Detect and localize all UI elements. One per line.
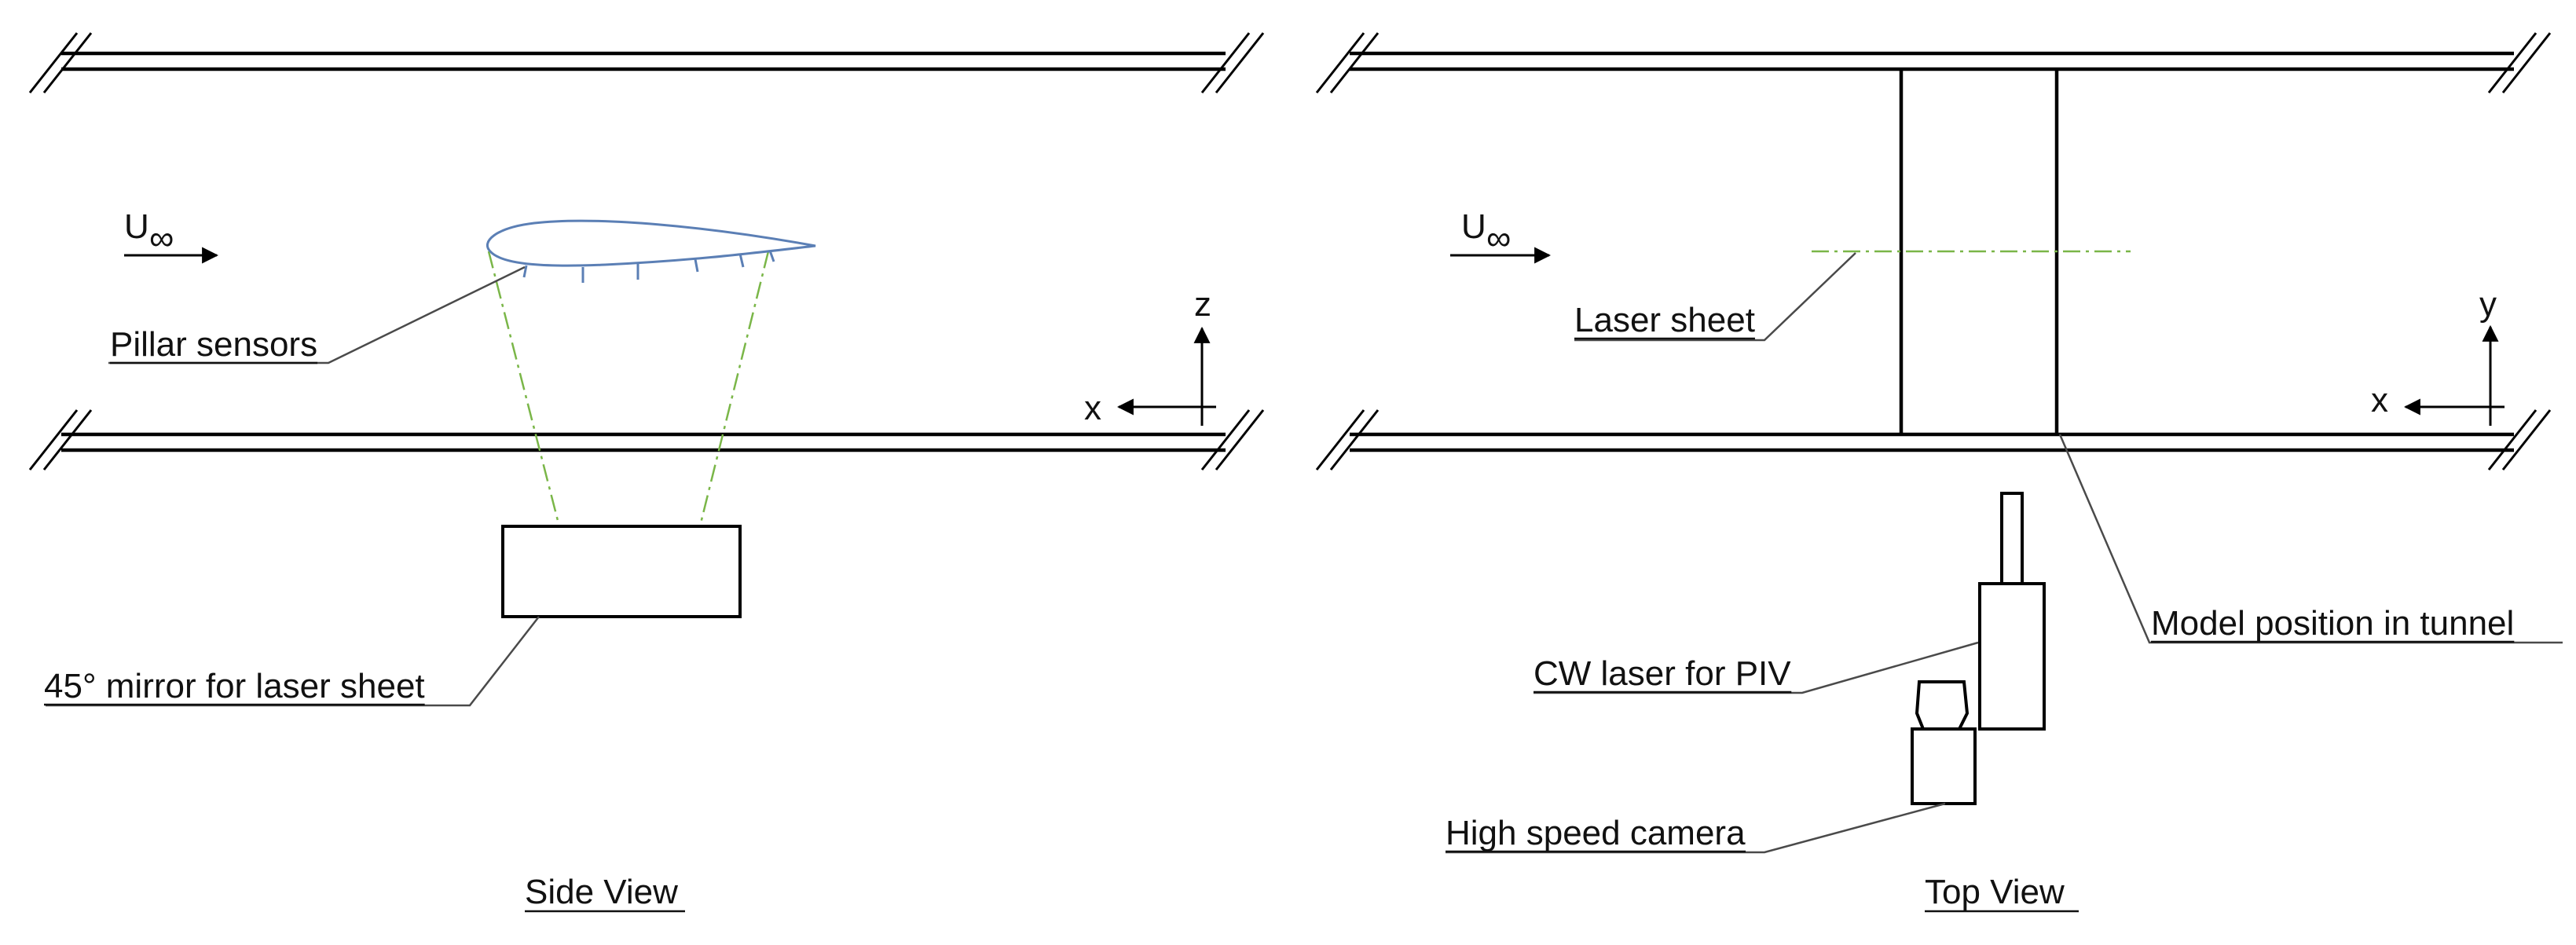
camera-body: [1911, 727, 1977, 805]
mirror-label: 45° mirror for laser sheet: [44, 667, 425, 705]
side-freestream-indicator: U ∞: [124, 207, 219, 264]
camera-label: High speed camera: [1446, 814, 1746, 852]
mirror-box: [501, 525, 742, 618]
top-view-title: Top View: [1925, 873, 2065, 911]
side-laser-beam-right: [695, 251, 770, 540]
top-flow-label: U: [1461, 207, 1486, 246]
top-top-wall: [1315, 32, 2552, 93]
cw-laser-nozzle: [2000, 492, 2024, 585]
top-flow-subscript: ∞: [1486, 219, 1511, 258]
top-bottom-wall: [1315, 409, 2552, 471]
top-view-panel: U ∞ Laser sheet Model position in tunnel…: [1315, 32, 2563, 913]
pillar-sensor: [522, 265, 528, 278]
top-freestream-indicator: U ∞: [1450, 207, 1552, 264]
side-flow-label: U: [124, 207, 149, 246]
side-axis-x-label: x: [1084, 389, 1101, 427]
side-top-wall: [28, 32, 1265, 93]
side-flow-subscript: ∞: [149, 219, 174, 258]
high-speed-camera: [1911, 680, 1977, 805]
cw-laser-label: CW laser for PIV: [1534, 654, 1791, 693]
camera-lens: [1915, 680, 1970, 731]
pillar-sensor: [738, 253, 745, 268]
laser-sheet-label: Laser sheet: [1574, 301, 1755, 339]
side-view-title: Side View: [525, 873, 678, 911]
pillar-sensors-label: Pillar sensors: [110, 325, 317, 364]
top-axis-x-label: x: [2371, 381, 2388, 419]
side-axis-z-label: z: [1194, 285, 1211, 324]
pillar-sensor: [768, 250, 775, 262]
side-view-panel: U ∞ Pillar sensors 45° mirror for laser …: [28, 32, 1265, 913]
side-bottom-wall: [28, 409, 1265, 471]
cw-laser-body: [1978, 582, 2046, 731]
top-axis-y-label: y: [2479, 285, 2497, 324]
top-coordinate-axes: y x: [2371, 285, 2505, 426]
pillar-sensor: [694, 258, 699, 273]
model-position-label: Model position in tunnel: [2151, 604, 2514, 643]
laser-sheet-leader: [1574, 252, 1856, 342]
side-coordinate-axes: z x: [1084, 285, 1216, 427]
cw-laser: [1978, 492, 2046, 731]
airfoil-model: [486, 219, 816, 283]
side-laser-beam-left: [487, 251, 564, 540]
